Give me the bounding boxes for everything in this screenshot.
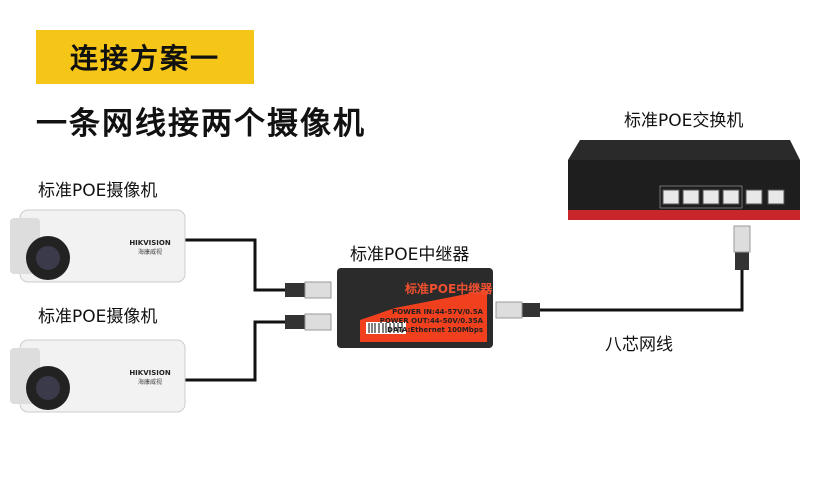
rj45-connector-2 bbox=[285, 313, 332, 331]
network-cables bbox=[185, 238, 744, 382]
cable-label: 八芯网线 bbox=[605, 335, 673, 355]
repeater-panel-title: 标准POE中继器 bbox=[404, 281, 493, 296]
scheme-tag: 连接方案一 bbox=[36, 30, 254, 84]
repeater-label: 标准POE中继器 bbox=[350, 245, 470, 265]
camera-brand-cn: 海康威视 bbox=[138, 378, 162, 386]
spec-power-in: POWER IN:44-57V/0.5A bbox=[392, 308, 483, 316]
page-title: 一条网线接两个摄像机 bbox=[36, 106, 366, 142]
rj45-connector-4 bbox=[733, 225, 751, 270]
camera-brand-logo: HIKVISION bbox=[129, 239, 171, 247]
camera-brand-logo: HIKVISION bbox=[129, 369, 171, 377]
camera-1-label: 标准POE摄像机 bbox=[38, 181, 158, 201]
camera-brand-cn: 海康威视 bbox=[138, 248, 162, 256]
camera-1: HIKVISION 海康威视 bbox=[10, 209, 186, 283]
camera-2-label: 标准POE摄像机 bbox=[38, 307, 158, 327]
poe-switch bbox=[568, 140, 800, 220]
spec-data: DATA:Ethernet 100Mbps bbox=[387, 326, 483, 334]
rj45-connector-3 bbox=[495, 301, 540, 319]
spec-power-out: POWER OUT:44-50V/0.35A bbox=[380, 317, 484, 325]
poe-repeater: 标准POE中继器 POWER IN:44-57V/0.5A POWER OUT:… bbox=[337, 268, 493, 348]
camera-2: HIKVISION 海康威视 bbox=[10, 339, 186, 413]
switch-label: 标准POE交换机 bbox=[624, 111, 744, 131]
rj45-connector-1 bbox=[285, 281, 332, 299]
